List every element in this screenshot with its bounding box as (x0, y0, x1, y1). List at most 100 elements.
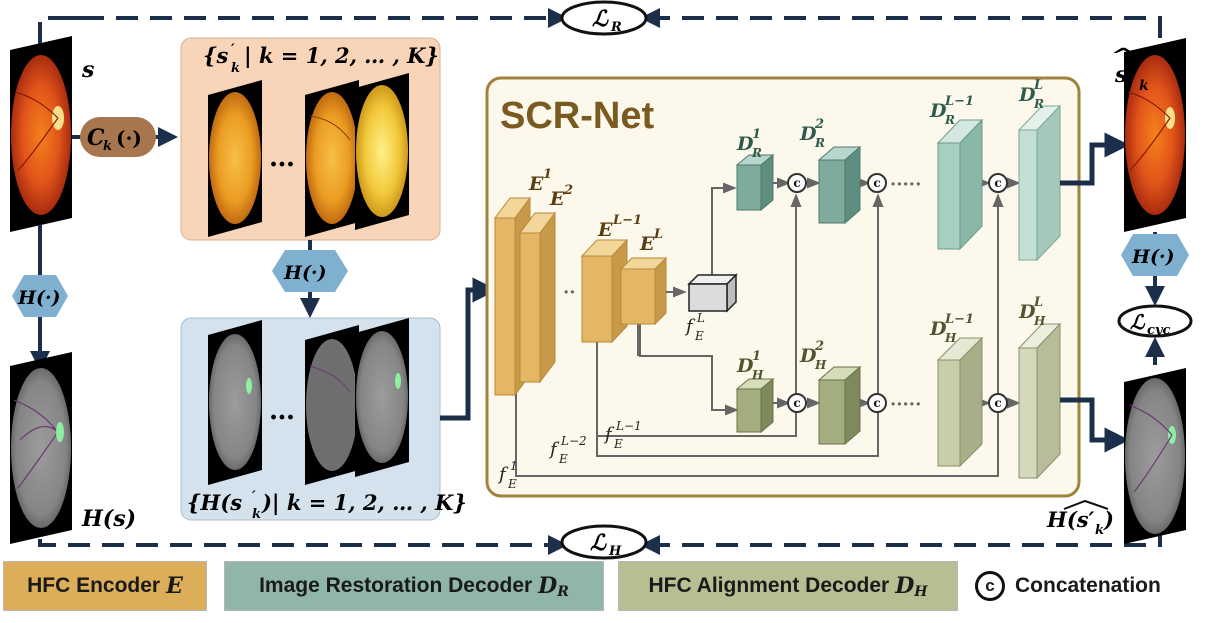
encoder-block-el1 (580, 238, 629, 344)
svg-text:H(·): H(·) (1131, 246, 1175, 268)
svg-text:)| k = 1, 2, … , K}: )| k = 1, 2, … , K} (261, 490, 467, 515)
svg-text:(·): (·) (116, 126, 142, 150)
label-dh2: D 2 H (799, 339, 827, 372)
encoder-block-e2 (519, 211, 556, 384)
scr-net-title: SCR-Net (500, 95, 654, 137)
input-label-hs: H(s) (81, 506, 136, 532)
legend-encoder-label: HFC Encoder (27, 574, 161, 597)
svg-text:1: 1 (543, 167, 552, 182)
svg-text:c: c (873, 176, 880, 190)
label-drl: D L R (1018, 78, 1044, 111)
hfc-image-2 (305, 325, 359, 485)
svg-text:L: L (653, 227, 663, 242)
hfc-image-1 (208, 320, 262, 485)
svg-text:E: E (597, 219, 613, 241)
encoder-block-el (619, 256, 668, 326)
input-fundus-image (10, 36, 72, 232)
label-dhl1: D L−1 H (929, 312, 974, 345)
svg-text:L−1: L−1 (944, 312, 974, 327)
concat-nodes: c c c c c c (787, 173, 1008, 413)
svg-text:H: H (814, 358, 827, 372)
ck-operator: C k (·) (80, 117, 156, 157)
decoder-h-block-l (1017, 322, 1062, 480)
svg-text:D: D (736, 133, 754, 155)
svg-text:k: k (1095, 523, 1104, 538)
decoder-r-dots: ····· (890, 174, 921, 195)
svg-text:c: c (793, 396, 800, 410)
arrow-hfc-to-scrnet (440, 277, 498, 421)
svg-text:2: 2 (563, 183, 573, 198)
restored-fundus-image (1124, 38, 1186, 232)
legend-restoration-label: Image Restoration Decoder (259, 574, 533, 597)
svg-text:R: R (944, 113, 955, 127)
decoder-h-block-l1 (936, 336, 984, 468)
loss-h-subscript: H (608, 544, 622, 559)
loss-r-subscript: R (610, 20, 622, 35)
label-dhl: D L H (1018, 295, 1046, 328)
legend-restoration-symbol: D (538, 573, 558, 599)
loss-cyc-symbol: ℒ (1130, 310, 1146, 334)
decoder-r-block-l1 (936, 118, 984, 251)
label-drl1: D L−1 R (929, 94, 974, 127)
label-e2: E 2 (549, 183, 573, 210)
decoder-h-dots: ····· (890, 394, 921, 415)
ellipsis-top: … (269, 143, 295, 173)
svg-text:{s: {s (203, 43, 229, 68)
svg-text:c: c (994, 176, 1001, 190)
legend-alignment-sub: H (914, 584, 928, 600)
legend-alignment-symbol: D (895, 573, 915, 599)
svg-text:H: H (944, 331, 957, 345)
svg-text:s′: s′ (1114, 62, 1133, 88)
decoder-h-block-1 (735, 377, 775, 434)
label-dr2: D 2 R (799, 117, 825, 150)
legend-alignment-label: HFC Alignment Decoder (648, 574, 890, 597)
input-hfc-image (10, 352, 72, 544)
label-el: E L (639, 227, 663, 255)
scr-net-frame (485, 76, 1081, 498)
aligned-hfc-image (1124, 368, 1186, 544)
hfc-set-label: {H(s ′ k )| k = 1, 2, … , K} (187, 489, 467, 522)
arrow-to-restored (1060, 132, 1130, 186)
svg-text:): ) (1103, 507, 1114, 532)
svg-text:L−2: L−2 (560, 434, 587, 448)
h-op-middle: H(·) (272, 250, 348, 292)
legend-concatenation: c Concatenation (975, 561, 1203, 611)
svg-text:L: L (696, 311, 705, 325)
decoder-h-block-2 (817, 365, 862, 446)
svg-text:E: E (507, 477, 517, 491)
encoder-dots: ·· (563, 282, 576, 303)
svg-text:D: D (736, 355, 754, 377)
loss-cyc-node: ℒ cyc (1117, 304, 1193, 338)
restored-output-label: s′ k ^ (1110, 44, 1149, 94)
svg-text:k: k (103, 139, 112, 154)
hfc-image-3 (355, 318, 409, 477)
svg-text:L: L (1033, 78, 1043, 93)
svg-text:L−1: L−1 (944, 94, 974, 109)
legend-encoder: HFC Encoder E (3, 561, 207, 611)
bottleneck-feature (687, 273, 738, 313)
svg-text:E: E (558, 452, 568, 466)
svg-text:R: R (814, 136, 825, 150)
loss-h-symbol: ℒ (590, 530, 607, 556)
svg-text:2: 2 (814, 117, 824, 132)
loss-r-symbol: ℒ (592, 6, 609, 32)
legend-restoration-decoder: Image Restoration Decoder D R (224, 561, 604, 611)
svg-text:D: D (929, 100, 947, 122)
legend-alignment-decoder: HFC Alignment Decoder D H (618, 561, 958, 611)
svg-text:^: ^ (1110, 44, 1137, 67)
svg-text:L: L (1033, 295, 1043, 310)
loss-r-node: ℒ R (560, 0, 648, 36)
svg-text:H(·): H(·) (17, 287, 61, 309)
svg-text:D: D (799, 123, 817, 145)
svg-text:2: 2 (814, 339, 824, 354)
svg-text:L−1: L−1 (615, 419, 642, 433)
svg-text:c: c (873, 396, 880, 410)
svg-text:E: E (549, 188, 565, 210)
svg-text:C: C (87, 125, 105, 151)
loss-cyc-subscript: cyc (1147, 323, 1170, 338)
svg-text:D: D (1018, 301, 1036, 323)
svg-text:k: k (231, 61, 240, 76)
svg-text:{H(s: {H(s (187, 490, 242, 515)
degraded-image-3 (355, 73, 409, 230)
